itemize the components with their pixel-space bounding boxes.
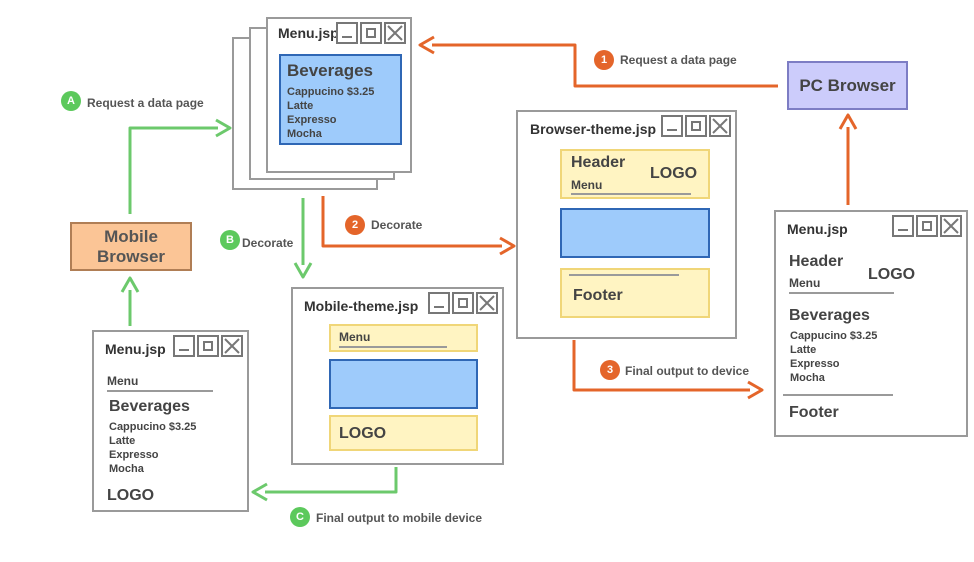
close-icon[interactable] bbox=[384, 22, 406, 44]
pc-output-window: Menu.jsp Header LOGO Menu Beverages Capp… bbox=[774, 210, 968, 437]
menu-item: Latte bbox=[287, 100, 314, 112]
step-badge-a: A bbox=[61, 91, 81, 111]
menu-block: Menu bbox=[329, 324, 478, 352]
beverages-heading: Beverages bbox=[109, 398, 190, 415]
window-title: Browser-theme.jsp bbox=[530, 121, 657, 137]
logo-block: LOGO bbox=[329, 415, 478, 451]
menu-item: Mocha bbox=[287, 128, 322, 140]
step-label-b: Decorate bbox=[242, 236, 294, 250]
close-icon[interactable] bbox=[221, 335, 243, 357]
window-controls bbox=[173, 335, 243, 357]
menu-source-window: Menu.jsp Beverages Cappucino $3.25 Latte… bbox=[266, 17, 412, 173]
window-controls bbox=[428, 292, 498, 314]
header-label: Header bbox=[571, 154, 626, 171]
beverages-heading: Beverages bbox=[287, 61, 374, 80]
menu-item: Expresso bbox=[287, 114, 337, 126]
step-label-1: Request a data page bbox=[620, 53, 737, 67]
menu-item: Expresso bbox=[790, 358, 840, 370]
arrow-final-c bbox=[265, 467, 398, 494]
maximize-icon[interactable] bbox=[685, 115, 707, 137]
step-badge-1: 1 bbox=[594, 50, 614, 70]
window-controls bbox=[661, 115, 731, 137]
step-badge-b: B bbox=[220, 230, 240, 250]
menu-underline bbox=[571, 193, 691, 195]
logo-label: LOGO bbox=[868, 266, 916, 283]
window-title: Menu.jsp bbox=[278, 25, 339, 41]
maximize-icon[interactable] bbox=[197, 335, 219, 357]
menu-label: Menu bbox=[107, 374, 139, 388]
step-badge-2: 2 bbox=[345, 215, 365, 235]
menu-item: Cappucino $3.25 bbox=[790, 330, 878, 342]
footer-rule bbox=[569, 274, 679, 276]
menu-underline bbox=[789, 292, 894, 294]
header-block: Header Menu LOGO bbox=[560, 149, 710, 199]
menu-item: Cappucino $3.25 bbox=[287, 86, 375, 98]
header-label: Header bbox=[789, 253, 844, 270]
window-title: Menu.jsp bbox=[105, 341, 166, 357]
menu-label: Menu bbox=[789, 276, 821, 290]
footer-label: Footer bbox=[789, 404, 839, 421]
footer-block: Footer bbox=[560, 268, 710, 318]
close-icon[interactable] bbox=[940, 215, 962, 237]
menu-item: Expresso bbox=[109, 449, 159, 461]
maximize-icon[interactable] bbox=[360, 22, 382, 44]
step-label-a: Request a data page bbox=[87, 96, 204, 110]
window-title: Mobile-theme.jsp bbox=[304, 298, 419, 314]
content-block bbox=[560, 208, 710, 258]
browser-theme-window: Browser-theme.jsp Header Menu LOGO Foote… bbox=[516, 110, 737, 339]
beverages-panel: Beverages Cappucino $3.25 Latte Expresso… bbox=[279, 54, 402, 145]
maximize-icon[interactable] bbox=[916, 215, 938, 237]
mobile-browser-label: Mobile Browser bbox=[96, 226, 166, 266]
step-badge-3: 3 bbox=[600, 360, 620, 380]
menu-item: Latte bbox=[109, 435, 136, 447]
footer-rule bbox=[783, 394, 893, 396]
window-controls bbox=[336, 22, 406, 44]
logo-label: LOGO bbox=[107, 487, 155, 504]
step-label-c: Final output to mobile device bbox=[316, 511, 483, 525]
menu-label: Menu bbox=[571, 178, 603, 192]
step-badge-c: C bbox=[290, 507, 310, 527]
step-label-3: Final output to device bbox=[625, 364, 750, 378]
content-block bbox=[329, 359, 478, 409]
arrow-final-3 bbox=[572, 340, 750, 392]
pc-browser-box: PC Browser bbox=[787, 61, 908, 110]
mobile-theme-window: Mobile-theme.jsp Menu LOGO bbox=[291, 287, 504, 465]
minimize-icon[interactable] bbox=[428, 292, 450, 314]
logo-label: LOGO bbox=[650, 165, 698, 182]
minimize-icon[interactable] bbox=[661, 115, 683, 137]
maximize-icon[interactable] bbox=[452, 292, 474, 314]
pc-browser-label: PC Browser bbox=[799, 75, 896, 95]
menu-item: Mocha bbox=[109, 463, 144, 475]
arrow-request-1 bbox=[432, 43, 778, 88]
beverages-heading: Beverages bbox=[789, 307, 870, 324]
close-icon[interactable] bbox=[709, 115, 731, 137]
menu-item: Latte bbox=[790, 344, 817, 356]
menu-item: Mocha bbox=[790, 372, 825, 384]
mobile-output-window: Menu.jsp Menu Beverages Cappucino $3.25 … bbox=[92, 330, 249, 512]
window-title: Menu.jsp bbox=[787, 221, 848, 237]
minimize-icon[interactable] bbox=[336, 22, 358, 44]
menu-underline bbox=[107, 390, 213, 392]
step-label-2: Decorate bbox=[371, 218, 423, 232]
window-controls bbox=[892, 215, 962, 237]
mobile-browser-box: Mobile Browser bbox=[70, 222, 192, 271]
minimize-icon[interactable] bbox=[173, 335, 195, 357]
footer-label: Footer bbox=[573, 287, 623, 304]
minimize-icon[interactable] bbox=[892, 215, 914, 237]
arrow-decorate-2 bbox=[321, 196, 502, 248]
logo-label: LOGO bbox=[339, 425, 387, 442]
menu-item: Cappucino $3.25 bbox=[109, 421, 197, 433]
close-icon[interactable] bbox=[476, 292, 498, 314]
menu-label: Menu bbox=[339, 330, 371, 344]
menu-underline bbox=[339, 346, 447, 348]
arrow-request-a bbox=[128, 126, 218, 214]
